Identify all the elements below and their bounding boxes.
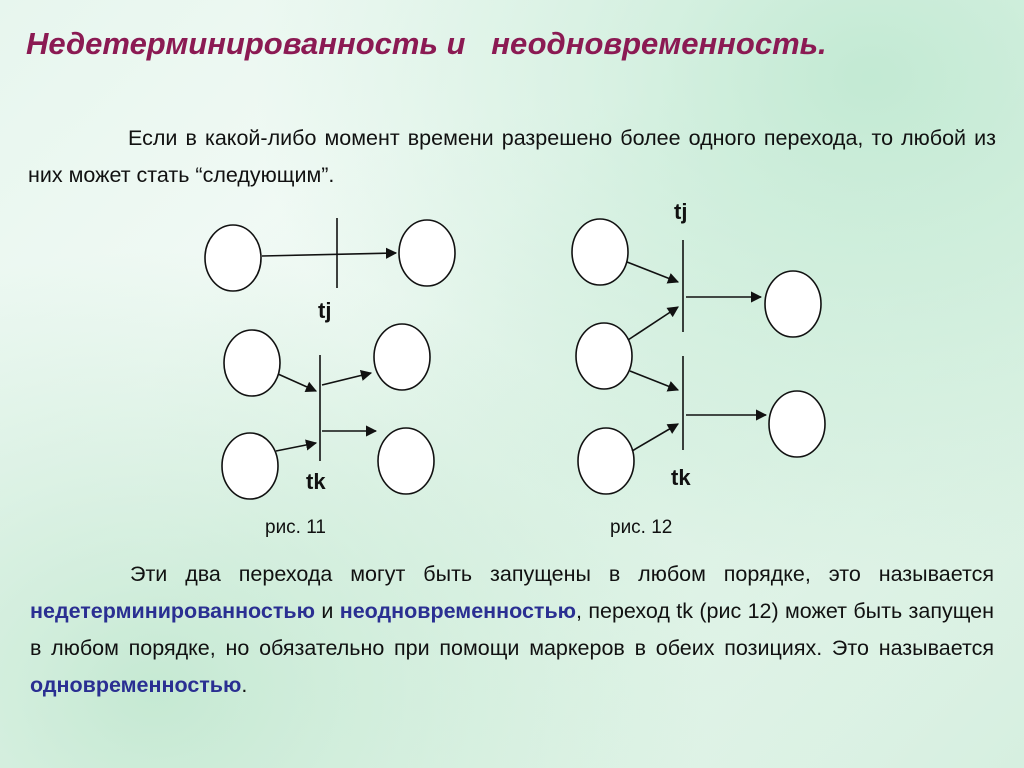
fig12-label-tk: tk bbox=[671, 465, 691, 490]
place bbox=[221, 432, 279, 500]
place bbox=[204, 224, 262, 292]
fig12-label-tj: tj bbox=[674, 199, 687, 224]
term-nonsimultaneity: неодновременностью bbox=[339, 599, 577, 623]
place bbox=[223, 329, 281, 397]
conclusion-text-1: Эти два перехода могут быть запущены в л… bbox=[130, 562, 994, 586]
conclusion-paragraph: Эти два перехода могут быть запущены в л… bbox=[30, 556, 994, 704]
conclusion-text-2: и bbox=[314, 599, 340, 623]
place bbox=[377, 427, 435, 495]
term-simultaneity: одновременностью bbox=[30, 673, 242, 697]
arc bbox=[275, 439, 318, 452]
fig12-caption: рис. 12 bbox=[610, 517, 672, 538]
fig11-top-net bbox=[204, 218, 456, 292]
place bbox=[577, 427, 635, 495]
arc bbox=[261, 247, 398, 259]
conclusion-text-3: , переход tk (рис 12) может быть запущен… bbox=[30, 599, 994, 660]
fig11-bottom-net bbox=[221, 323, 435, 500]
place bbox=[575, 322, 633, 390]
fig12-net bbox=[571, 218, 826, 495]
arc bbox=[629, 370, 680, 392]
place bbox=[373, 323, 431, 391]
arc bbox=[321, 369, 373, 386]
slide-title: Недетерминированность и неодновременност… bbox=[26, 26, 827, 61]
arc bbox=[277, 373, 318, 392]
term-nondeterminism: недетерминированностью bbox=[30, 599, 315, 623]
fig11-label-tk: tk bbox=[306, 469, 326, 494]
conclusion-text-4: . bbox=[241, 673, 248, 697]
fig11-label-tj: tj bbox=[318, 298, 331, 323]
intro-paragraph: Если в какой-либо момент времени разреше… bbox=[28, 120, 996, 194]
place bbox=[768, 390, 826, 458]
place bbox=[764, 270, 822, 338]
fig11-caption: рис. 11 bbox=[265, 517, 326, 538]
arc bbox=[627, 306, 679, 341]
place bbox=[571, 218, 629, 286]
arc bbox=[626, 261, 680, 284]
place bbox=[398, 219, 456, 287]
intro-text: Если в какой-либо момент времени разреше… bbox=[28, 126, 996, 187]
arc bbox=[631, 423, 679, 452]
